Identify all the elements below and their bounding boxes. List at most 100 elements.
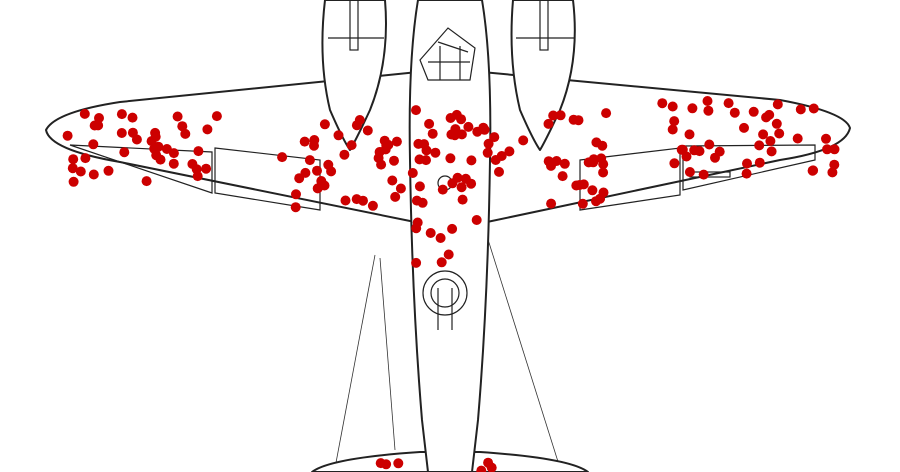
damage-marker (393, 458, 404, 469)
damage-marker (389, 155, 399, 166)
damage-marker (518, 135, 529, 146)
damage-marker (723, 98, 734, 109)
damage-marker (119, 147, 130, 158)
damage-marker (483, 138, 494, 149)
damage-marker (667, 124, 678, 135)
damage-marker (729, 107, 740, 118)
damage-marker (375, 458, 386, 469)
damage-marker (346, 140, 357, 151)
damage-marker (587, 185, 598, 196)
damage-marker (88, 169, 99, 180)
damage-marker (427, 128, 438, 139)
damage-marker (155, 154, 166, 165)
damage-marker (79, 108, 90, 119)
fuselage (408, 0, 492, 472)
damage-marker (177, 121, 188, 132)
damage-marker (316, 176, 327, 186)
damage-marker (446, 129, 457, 140)
damage-marker (821, 133, 831, 144)
damage-marker (598, 167, 609, 178)
damage-markers (62, 96, 840, 472)
damage-marker (417, 197, 428, 208)
damage-marker (583, 157, 594, 168)
damage-marker (309, 135, 320, 145)
damage-marker (772, 99, 783, 110)
damage-marker (407, 168, 418, 178)
damage-marker (435, 233, 446, 243)
damage-marker (677, 144, 688, 155)
damage-marker (669, 116, 680, 127)
damage-marker (808, 103, 819, 114)
damage-marker (290, 202, 301, 213)
damage-marker (792, 133, 803, 144)
damage-marker (180, 128, 191, 139)
damage-marker (380, 144, 391, 155)
damage-marker (127, 112, 138, 123)
damage-marker (168, 148, 179, 159)
damage-marker (496, 151, 507, 161)
damage-marker (476, 465, 487, 472)
damage-marker (172, 111, 183, 122)
damage-marker (466, 155, 477, 166)
damage-marker (827, 167, 838, 178)
damage-marker (555, 110, 566, 121)
damage-marker (657, 98, 668, 109)
damage-marker (460, 173, 471, 184)
damage-marker (714, 146, 725, 157)
damage-marker (704, 139, 715, 150)
damage-marker (131, 134, 142, 145)
damage-marker (489, 132, 500, 143)
damage-marker (667, 101, 678, 112)
damage-marker (202, 124, 213, 135)
damage-marker (597, 140, 608, 151)
damage-marker (319, 119, 330, 130)
damage-marker (391, 136, 402, 147)
damage-marker (437, 184, 448, 195)
damage-marker (482, 147, 493, 158)
damage-marker (739, 122, 749, 133)
damage-marker (94, 113, 104, 123)
damage-marker (312, 165, 322, 176)
damage-marker (362, 125, 373, 136)
damage-marker (201, 163, 212, 174)
damage-marker (771, 118, 782, 129)
damage-marker (395, 183, 406, 194)
damage-marker (326, 166, 337, 177)
damage-marker (698, 169, 709, 180)
damage-marker (548, 110, 559, 121)
damage-marker (358, 195, 368, 206)
damage-marker (80, 153, 91, 164)
damage-marker (443, 249, 454, 260)
damage-marker (765, 136, 776, 146)
damage-marker (75, 166, 86, 177)
damage-marker (764, 109, 775, 120)
damage-marker (766, 146, 777, 157)
damage-marker (390, 191, 401, 202)
damage-marker (829, 144, 840, 155)
damage-marker (463, 121, 474, 132)
damage-marker (669, 158, 680, 169)
right-engine-nacelle (510, 0, 576, 151)
damage-marker (694, 146, 705, 157)
damage-marker (684, 167, 695, 177)
damage-marker (754, 140, 765, 151)
damage-marker (168, 158, 179, 169)
damage-marker (452, 172, 463, 183)
damage-marker (557, 171, 568, 182)
damage-marker (829, 159, 840, 170)
damage-marker (299, 136, 310, 147)
damage-marker (116, 109, 127, 120)
damage-marker (62, 130, 73, 141)
damage-marker (703, 105, 714, 116)
damage-marker (447, 223, 458, 234)
damage-marker (471, 215, 482, 225)
damage-marker (411, 257, 422, 268)
damage-marker (376, 159, 387, 170)
damage-marker (741, 168, 752, 179)
damage-marker (546, 198, 557, 209)
damage-marker (141, 176, 152, 187)
damage-marker (577, 198, 588, 209)
damage-marker (573, 115, 584, 126)
